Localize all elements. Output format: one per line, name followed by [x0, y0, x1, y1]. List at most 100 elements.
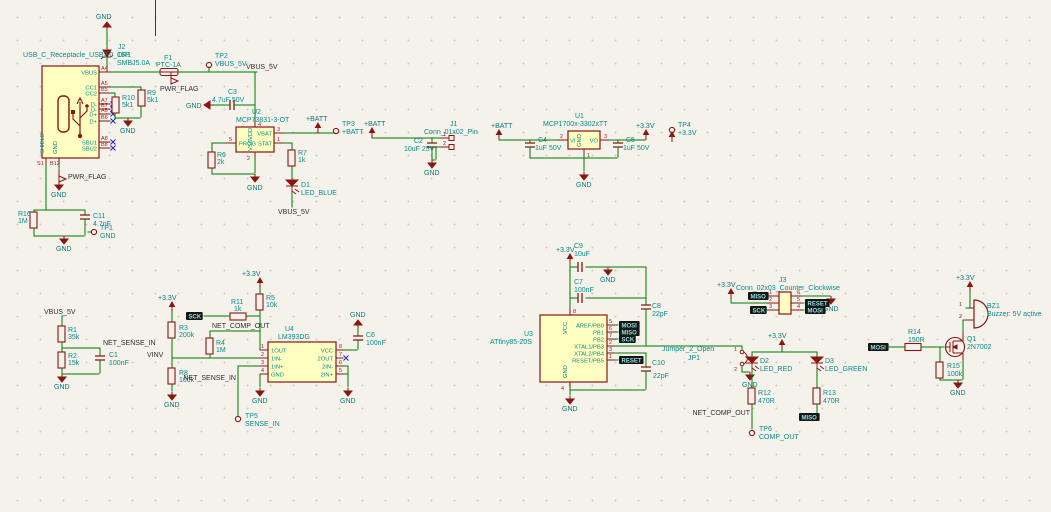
gnd-power-symbol[interactable]: [203, 100, 214, 110]
gnd-power-symbol[interactable]: [744, 372, 756, 381]
resistor-r4[interactable]: [205, 337, 214, 355]
label-s-cmp-ln-0: 1OUT: [271, 349, 287, 355]
led-d3[interactable]: [809, 356, 825, 372]
wire: [110, 86, 141, 88]
test-point-tp6[interactable]: [748, 429, 756, 437]
resistor-r6[interactable]: [207, 151, 216, 169]
resistor-r5[interactable]: [255, 293, 264, 311]
capacitor-c7[interactable]: [577, 293, 583, 303]
capacitor-c10[interactable]: [641, 366, 651, 372]
wire: [529, 146, 531, 158]
wire: [607, 266, 646, 268]
wire: [99, 347, 101, 356]
gnd-power-symbol[interactable]: [578, 172, 590, 181]
wire: [84, 218, 86, 236]
connector-pin[interactable]: [448, 135, 455, 141]
power-3v3[interactable]: [256, 276, 264, 288]
resistor-r13[interactable]: [812, 387, 821, 405]
resistor-r14[interactable]: [904, 342, 922, 352]
gnd-power-symbol[interactable]: [249, 174, 261, 183]
jumper[interactable]: [739, 361, 745, 367]
capacitor-c11[interactable]: [80, 214, 90, 220]
gnd-power-symbol[interactable]: [564, 396, 576, 405]
label-s-chg-r6-1: 2k: [217, 159, 225, 166]
power-3v3[interactable]: [727, 287, 735, 299]
wire: [171, 357, 260, 359]
led-d1[interactable]: [284, 179, 300, 195]
resistor-r7[interactable]: [287, 149, 296, 167]
resistor-r2[interactable]: [57, 351, 66, 369]
power-batt[interactable]: [368, 126, 376, 138]
pin: [273, 142, 284, 144]
label-s-bat-p1: 1: [443, 132, 446, 138]
resistor-r11[interactable]: [229, 312, 247, 321]
resistor-r9[interactable]: [137, 89, 146, 107]
label-s-mcu-value: ATtiny85-20S: [490, 339, 532, 346]
power-3v3[interactable]: [778, 338, 786, 350]
wire: [730, 298, 732, 303]
power-3v3[interactable]: [668, 130, 676, 142]
label-s-led-r13-1: 470R: [823, 398, 840, 405]
resistor-r10[interactable]: [111, 96, 120, 114]
gnd-power-symbol[interactable]: [58, 236, 70, 245]
ic-u2-charger[interactable]: [235, 126, 275, 153]
resistor-r16[interactable]: [29, 211, 38, 229]
gnd-power-symbol[interactable]: [952, 380, 964, 389]
gnd-power-symbol[interactable]: [342, 388, 354, 397]
capacitor-c4[interactable]: [525, 142, 535, 148]
power-3v3[interactable]: [566, 252, 574, 264]
gnd-power-symbol[interactable]: [352, 319, 364, 328]
gnd-power-symbol[interactable]: [53, 182, 65, 191]
mosi-net-tag: [805, 306, 826, 314]
label-s-buz-r14-0: R14: [908, 329, 921, 336]
power-flag[interactable]: [58, 170, 68, 183]
capacitor-c1[interactable]: [95, 355, 105, 361]
resistor-r1[interactable]: [57, 325, 66, 343]
gnd-power-symbol[interactable]: [101, 21, 113, 30]
label-s-isp-lnum-1: 2: [769, 297, 772, 303]
wire: [802, 309, 805, 311]
label-s-cmp-vinv: VINV: [147, 352, 164, 359]
buzzer-symbol[interactable]: [973, 299, 989, 329]
test-point-tp1[interactable]: [90, 228, 98, 236]
ic-u4-comparator[interactable]: [267, 341, 337, 383]
power-3v3[interactable]: [642, 128, 650, 140]
test-point-tp3[interactable]: [332, 127, 340, 135]
ic-j3-isp-header[interactable]: [778, 291, 792, 315]
gnd-power-symbol[interactable]: [166, 392, 178, 401]
power-flag[interactable]: [170, 72, 180, 85]
ic-u3-mcu[interactable]: [539, 314, 608, 383]
pin: [98, 92, 111, 94]
power-batt[interactable]: [314, 121, 322, 133]
capacitor-c5[interactable]: [613, 142, 623, 148]
test-point-tp5[interactable]: [234, 415, 242, 423]
power-batt[interactable]: [495, 128, 503, 140]
jumper[interactable]: [739, 349, 745, 355]
ic-j2-usb-connector[interactable]: [41, 65, 100, 159]
wire: [343, 373, 348, 375]
label-s-buz-p33: +3.3V: [956, 275, 975, 282]
resistor-r3[interactable]: [167, 321, 176, 339]
gnd-power-symbol[interactable]: [426, 160, 438, 169]
gnd-power-symbol[interactable]: [56, 374, 68, 383]
label-s-cmp-ln-2: 1IN+: [271, 365, 284, 371]
pin: [98, 120, 111, 122]
capacitor-c9[interactable]: [577, 262, 583, 272]
label-s-bat-c2-1: 10uF 25V: [404, 146, 435, 153]
label-s-mcu-c9-0: C9: [574, 243, 583, 250]
gnd-power-symbol[interactable]: [602, 267, 614, 276]
power-3v3[interactable]: [966, 280, 974, 292]
capacitor-c8[interactable]: [641, 304, 651, 310]
gnd-power-symbol[interactable]: [254, 388, 266, 397]
resistor-r15[interactable]: [935, 361, 944, 379]
capacitor-c6[interactable]: [353, 335, 363, 341]
resistor-r8[interactable]: [167, 367, 176, 385]
led-d2[interactable]: [744, 356, 760, 372]
power-3v3[interactable]: [168, 300, 176, 312]
gnd-power-symbol[interactable]: [122, 118, 134, 127]
connector-pin[interactable]: [448, 144, 455, 150]
tvs-diode[interactable]: [100, 49, 114, 60]
resistor-r12[interactable]: [747, 387, 756, 405]
label-s-mcu-vcc-1: 8: [573, 309, 576, 315]
